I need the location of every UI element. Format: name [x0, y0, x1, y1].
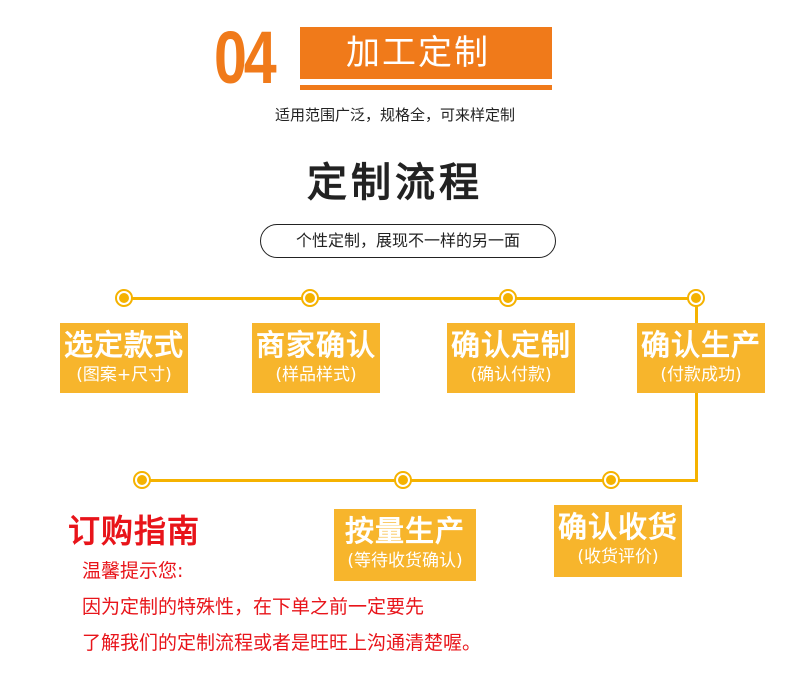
flow-line-top — [124, 297, 697, 300]
step-subtitle: (确认付款) — [470, 365, 552, 385]
step-card: 商家确认 (样品样式) — [252, 323, 380, 393]
flow-dot — [687, 289, 705, 307]
step-title: 按量生产 — [344, 514, 465, 548]
guide-title: 订购指南 — [68, 512, 201, 550]
guide-line: 了解我们的定制流程或者是旺旺上沟通清楚喔。 — [82, 632, 482, 654]
process-tagline: 个性定制，展现不一样的另一面 — [260, 224, 556, 258]
flow-dot — [301, 289, 319, 307]
flow-dot — [602, 471, 620, 489]
step-subtitle: (等待收货确认) — [347, 551, 463, 571]
step-card: 按量生产 (等待收货确认) — [334, 509, 476, 581]
section-subtitle: 适用范围广泛，规格全，可来样定制 — [274, 106, 515, 124]
step-subtitle: (图案+尺寸) — [76, 365, 172, 385]
flow-line-bottom — [142, 479, 698, 482]
step-subtitle: (付款成功) — [660, 365, 742, 385]
guide-line: 因为定制的特殊性，在下单之前一定要先 — [82, 596, 425, 618]
step-subtitle: (收货评价) — [577, 547, 659, 567]
step-title: 确认收货 — [557, 510, 678, 544]
section-underline — [300, 85, 552, 90]
step-title: 确认生产 — [640, 328, 761, 362]
step-title: 选定款式 — [63, 328, 184, 362]
step-card: 确认定制 (确认付款) — [447, 323, 575, 393]
step-title: 确认定制 — [450, 328, 571, 362]
flow-dot — [133, 471, 151, 489]
guide-line: 温馨提示您: — [82, 560, 184, 582]
process-title: 定制流程 — [307, 160, 483, 206]
step-card: 确认收货 (收货评价) — [554, 505, 682, 577]
step-subtitle: (样品样式) — [275, 365, 357, 385]
step-card: 选定款式 (图案+尺寸) — [60, 323, 188, 393]
flow-dot — [394, 471, 412, 489]
step-title: 商家确认 — [255, 328, 376, 362]
step-card: 确认生产 (付款成功) — [637, 323, 765, 393]
flow-dot — [115, 289, 133, 307]
section-title: 加工定制 — [300, 27, 552, 79]
section-number: 04 — [214, 16, 277, 99]
flow-dot — [499, 289, 517, 307]
